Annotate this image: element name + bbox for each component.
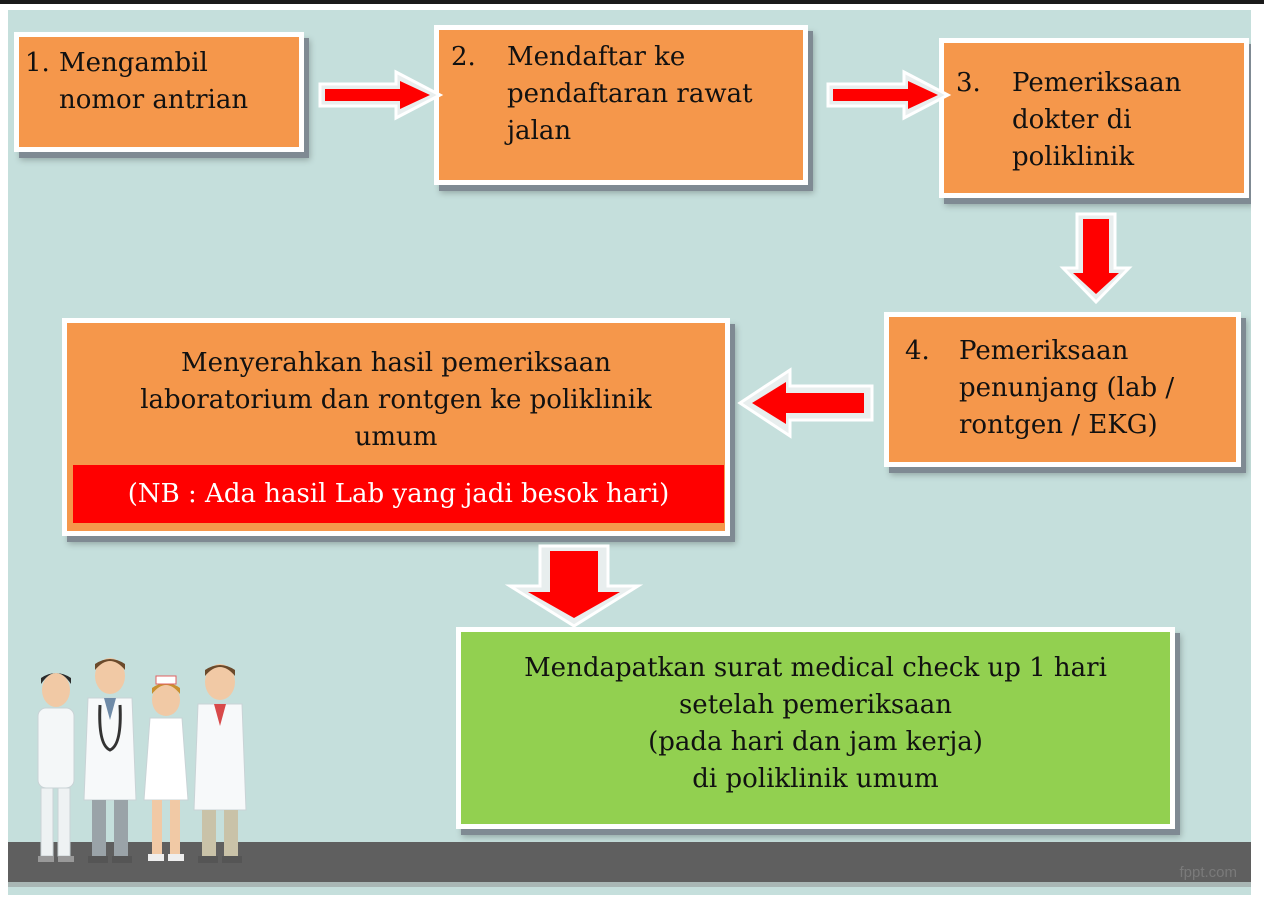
step-3-number: 3. — [956, 68, 981, 98]
step-4-box: 4. Pemeriksaan penunjang (lab / rontgen … — [884, 312, 1241, 467]
step-3-box: 3. Pemeriksaan dokter di poliklinik — [939, 38, 1249, 198]
down-arrow-icon — [504, 544, 644, 628]
step-4-text: Pemeriksaan penunjang (lab / rontgen / E… — [959, 336, 1175, 440]
medical-staff-illustration-icon — [37, 658, 247, 863]
down-arrow-icon — [1059, 212, 1133, 305]
step-3-text: Pemeriksaan dokter di poliklinik — [1012, 68, 1182, 172]
step-2-box: 2. Mendaftar ke pendaftaran rawat jalan — [434, 25, 808, 185]
left-arrow-icon — [737, 367, 874, 439]
step-2-text: Mendaftar ke pendaftaran rawat jalan — [507, 42, 753, 146]
top-border-line — [0, 0, 1264, 4]
right-arrow-icon — [826, 69, 952, 121]
lab-note-banner: (NB : Ada hasil Lab yang jadi besok hari… — [73, 465, 724, 523]
right-arrow-icon — [318, 69, 444, 121]
step-4-number: 4. — [905, 336, 930, 366]
ground-line — [8, 882, 1251, 887]
final-line-3: (pada hari dan jam kerja) — [648, 727, 983, 757]
submit-results-text: Menyerahkan hasil pemeriksaan laboratori… — [140, 348, 652, 452]
step-1-text: Mengambil nomor antrian — [59, 48, 249, 115]
final-line-4: di poliklinik umum — [692, 764, 939, 794]
step-1-box: 1. Mengambil nomor antrian — [14, 32, 304, 152]
final-result-box: Mendapatkan surat medical check up 1 har… — [456, 627, 1175, 829]
slide: 1. Mengambil nomor antrian 2. Mendaftar … — [8, 10, 1251, 895]
watermark-text: fppt.com — [1179, 864, 1237, 881]
step-2-number: 2. — [451, 42, 476, 72]
lab-note-text: (NB : Ada hasil Lab yang jadi besok hari… — [127, 479, 670, 509]
final-line-2: setelah pemeriksaan — [678, 690, 953, 720]
step-1-number: 1. — [25, 48, 50, 78]
final-line-1: Mendapatkan surat medical check up 1 har… — [524, 653, 1107, 683]
